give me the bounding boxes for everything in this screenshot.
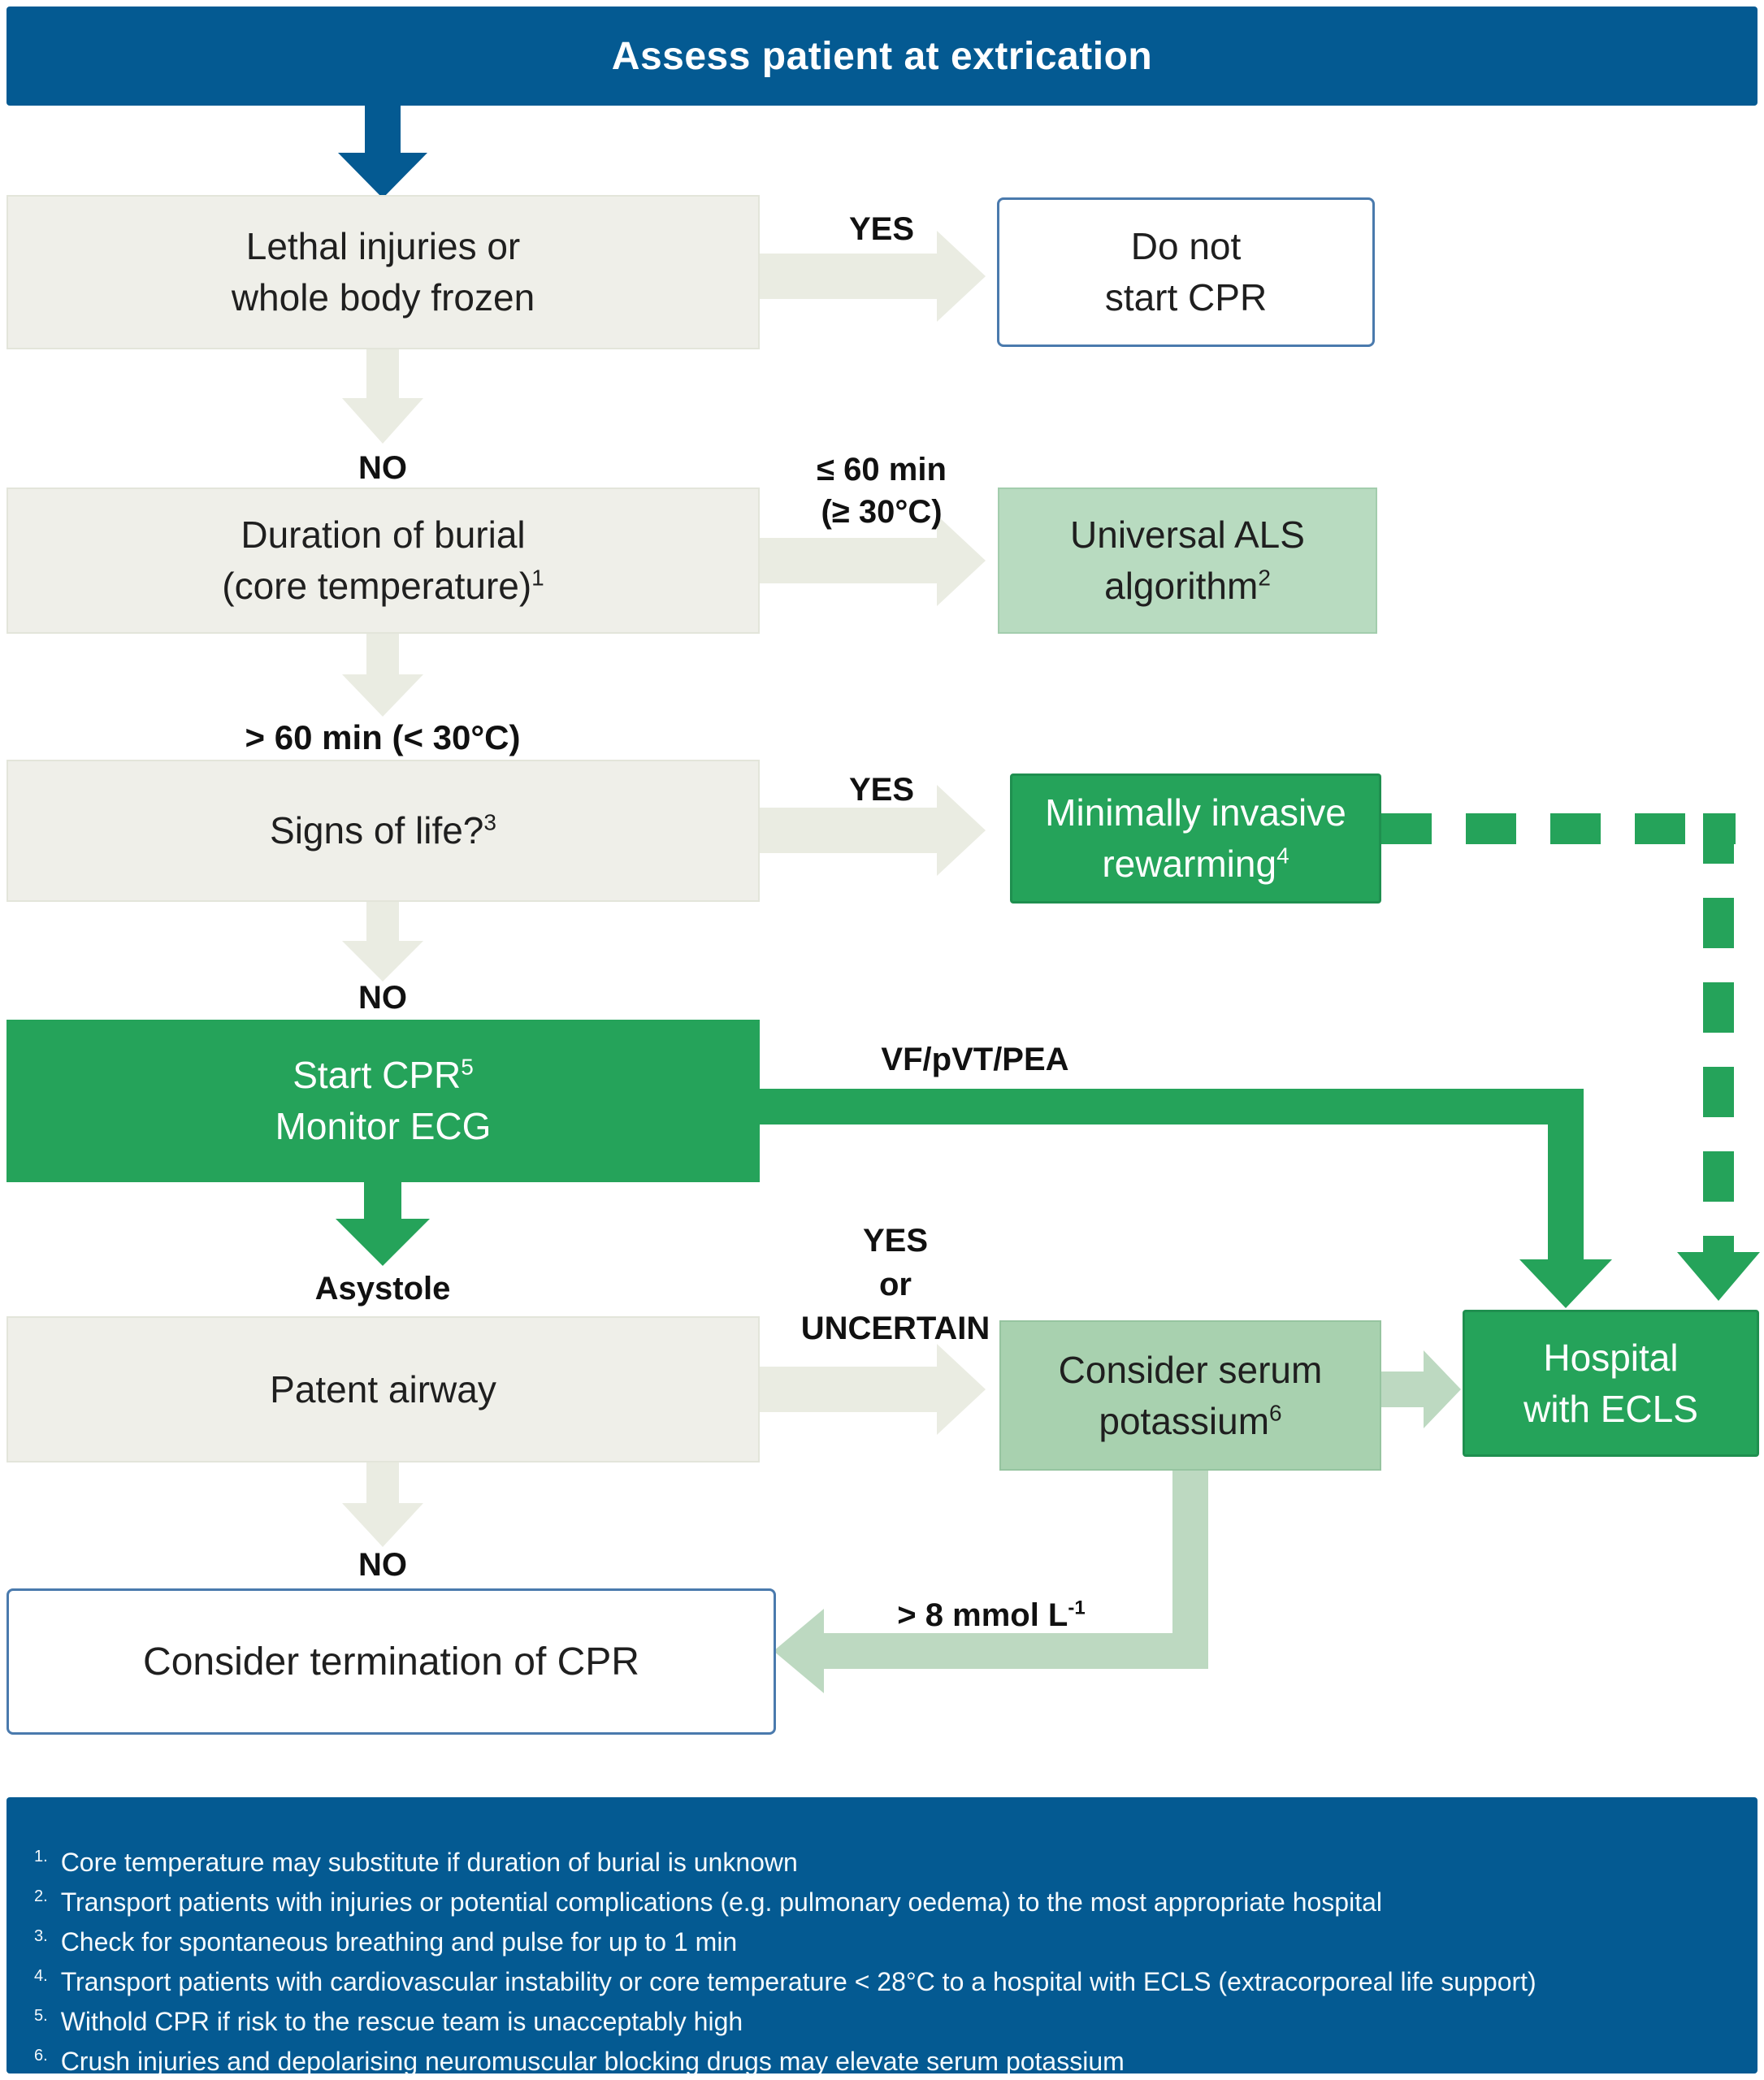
- footnote: 5.Withold CPR if risk to the rescue team…: [34, 2007, 743, 2036]
- label-burial-le60: ≤ 60 min (≥ 30°C): [817, 452, 947, 530]
- text-line: algorithm2: [1104, 565, 1271, 607]
- label-no-signs: NO: [358, 980, 407, 1016]
- node-hospital-ecls: Hospital with ECLS: [1463, 1310, 1759, 1457]
- node-do-not-start-cpr: Do not start CPR: [997, 197, 1375, 347]
- text-line: Universal ALS: [1070, 514, 1305, 556]
- node-signs-of-life: Signs of life?3: [7, 760, 760, 902]
- text-line: start CPR: [1104, 276, 1268, 318]
- text-line: Monitor ECG: [275, 1105, 492, 1147]
- node-patent-airway: Patent airway: [7, 1316, 760, 1462]
- text-line: Consider serum: [1058, 1348, 1323, 1391]
- text-line: with ECLS: [1523, 1387, 1698, 1430]
- footnote: 1.Core temperature may substitute if dur…: [34, 1848, 798, 1877]
- text-line: Duration of burial: [241, 514, 526, 556]
- label-airway-yes-uncertain: YES or UNCERTAIN: [800, 1223, 990, 1346]
- text-line: Lethal injuries or: [245, 225, 521, 267]
- footnote: 4.Transport patients with cardiovascular…: [34, 1967, 1536, 1996]
- label-yes-lethal: YES: [848, 211, 915, 247]
- footnotes-panel: 1.Core temperature may substitute if dur…: [7, 1797, 1757, 2076]
- text-line: Do not: [1130, 225, 1242, 267]
- node-lethal-injuries: Lethal injuries or whole body frozen: [7, 195, 760, 349]
- page-title: Assess patient at extrication: [611, 34, 1153, 78]
- label-no-lethal: NO: [358, 450, 407, 486]
- label-no-airway: NO: [358, 1547, 407, 1583]
- node-minimally-invasive-rewarming: Minimally invasive rewarming4: [1010, 774, 1381, 904]
- text-line: rewarming4: [1102, 843, 1289, 885]
- text-line: Signs of life?3: [270, 809, 496, 852]
- text-line: Patent airway: [270, 1367, 496, 1410]
- footnote: 6.Crush injuries and depolarising neurom…: [34, 2047, 1125, 2076]
- text-line: Start CPR5: [293, 1054, 474, 1096]
- label-asystole: Asystole: [314, 1271, 451, 1306]
- label-burial-gt60: > 60 min (< 30°C): [245, 718, 521, 756]
- node-start-cpr: Start CPR5 Monitor ECG: [7, 1020, 760, 1182]
- footnote: 3.Check for spontaneous breathing and pu…: [34, 1927, 738, 1956]
- text-line: Consider termination of CPR: [143, 1640, 639, 1684]
- text-line: potassium6: [1099, 1399, 1282, 1442]
- text-line: whole body frozen: [231, 276, 535, 318]
- footnote: 2.Transport patients with injuries or po…: [34, 1887, 1382, 1917]
- text-line: Hospital: [1543, 1336, 1679, 1379]
- node-duration-of-burial: Duration of burial (core temperature)1: [7, 488, 760, 634]
- header-banner: Assess patient at extrication: [7, 6, 1757, 106]
- text-line: Minimally invasive: [1045, 791, 1346, 834]
- label-vf-pvt-pea: VF/pVT/PEA: [881, 1042, 1069, 1077]
- label-potassium-gt8: > 8 mmol L-1: [897, 1597, 1086, 1633]
- node-serum-potassium: Consider serum potassium6: [999, 1320, 1381, 1471]
- label-yes-signs: YES: [848, 772, 915, 808]
- text-line: (core temperature)1: [222, 565, 544, 607]
- node-consider-termination: Consider termination of CPR: [7, 1588, 776, 1735]
- node-universal-als: Universal ALS algorithm2: [998, 488, 1377, 634]
